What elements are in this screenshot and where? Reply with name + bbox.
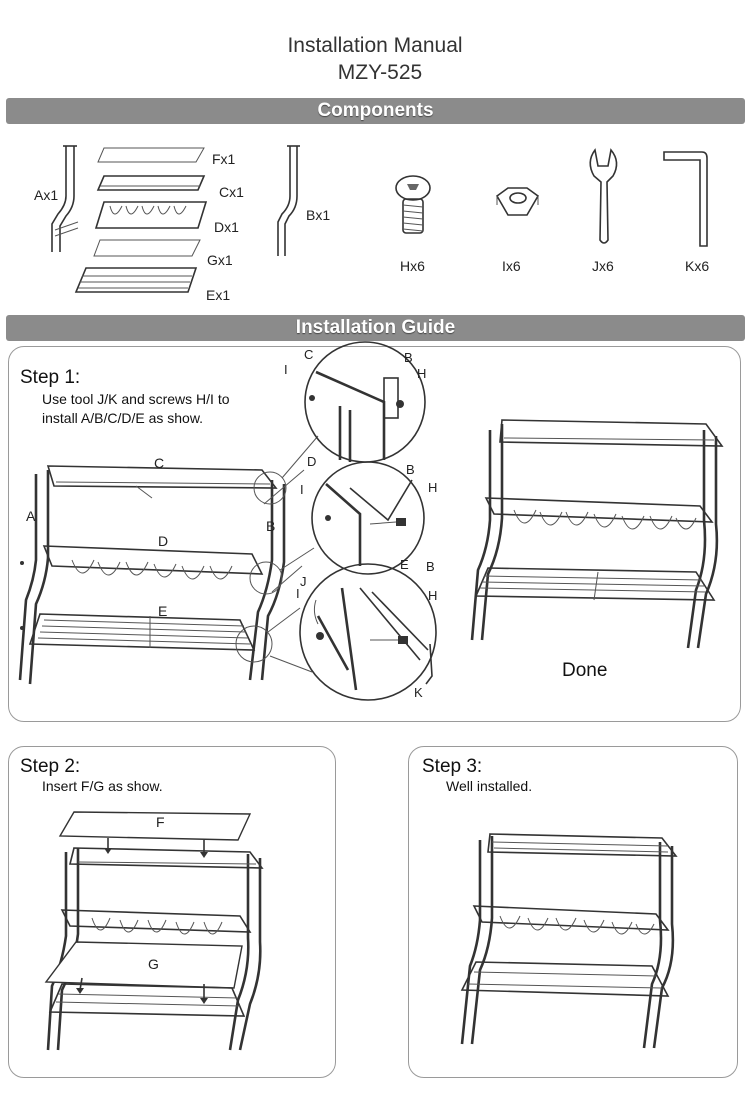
component-d-label: Dx1 bbox=[214, 219, 239, 235]
step1-exploded-rack bbox=[18, 341, 437, 701]
installation-guide-banner: Installation Guide bbox=[6, 315, 745, 341]
zoom1-label-c: C bbox=[304, 347, 314, 362]
step1-label-c: C bbox=[154, 455, 165, 471]
zoom2-label-h: H bbox=[428, 480, 438, 495]
component-g-label: Gx1 bbox=[207, 252, 233, 268]
zoom1-label-i: I bbox=[284, 362, 288, 377]
nut-icon bbox=[495, 187, 540, 216]
step1-assembled-rack bbox=[470, 419, 724, 649]
component-b-side-frame bbox=[277, 145, 300, 256]
zoom2-label-d: D bbox=[307, 454, 317, 469]
step1-desc-line1: Use tool J/K and screws H/I to bbox=[42, 391, 230, 407]
zoom3-label-h: H bbox=[428, 588, 438, 603]
component-b-label: Bx1 bbox=[306, 207, 331, 223]
step1-done-label: Done bbox=[562, 660, 608, 681]
zoom1-label-h: H bbox=[417, 366, 427, 381]
step2-label-f: F bbox=[156, 814, 165, 830]
step3-desc: Well installed. bbox=[446, 778, 533, 794]
step2-title: Step 2: bbox=[20, 756, 81, 777]
component-f-label: Fx1 bbox=[212, 151, 236, 167]
hex-key-icon bbox=[663, 151, 708, 247]
step1-label-a: A bbox=[26, 508, 36, 524]
component-a-label: Ax1 bbox=[34, 187, 59, 203]
component-a-side-frame bbox=[51, 145, 79, 252]
screw-icon bbox=[395, 175, 431, 234]
components-banner: Components bbox=[6, 98, 745, 124]
component-i-label: Ix6 bbox=[502, 258, 521, 274]
step2-desc: Insert F/G as show. bbox=[42, 778, 163, 794]
manual-title: Installation Manual bbox=[287, 34, 463, 57]
step1-label-d: D bbox=[158, 533, 169, 549]
step1-label-b: B bbox=[266, 518, 276, 534]
zoom1-label-b: B bbox=[404, 350, 413, 365]
component-j-label: Jx6 bbox=[592, 258, 614, 274]
zoom3-label-j: J bbox=[300, 574, 307, 589]
step1-title: Step 1: bbox=[20, 367, 81, 388]
step1-panel bbox=[8, 346, 741, 722]
step1-desc-line2: install A/B/C/D/E as show. bbox=[42, 410, 204, 426]
wrench-icon bbox=[589, 148, 618, 244]
step3-title: Step 3: bbox=[422, 756, 483, 777]
zoom3-label-i: I bbox=[296, 586, 300, 601]
zoom2-label-b: B bbox=[406, 462, 415, 477]
component-h-label: Hx6 bbox=[400, 258, 425, 274]
component-shelves bbox=[74, 147, 208, 293]
step1-label-e: E bbox=[158, 603, 168, 619]
zoom3-label-k: K bbox=[414, 685, 423, 700]
zoom3-label-e: E bbox=[400, 557, 409, 572]
zoom3-label-b: B bbox=[426, 559, 435, 574]
model-number: MZY-525 bbox=[337, 61, 423, 84]
zoom2-label-i: I bbox=[300, 482, 304, 497]
component-e-label: Ex1 bbox=[206, 287, 231, 303]
component-k-label: Kx6 bbox=[685, 258, 710, 274]
step2-label-g: G bbox=[148, 956, 159, 972]
component-c-label: Cx1 bbox=[219, 184, 244, 200]
